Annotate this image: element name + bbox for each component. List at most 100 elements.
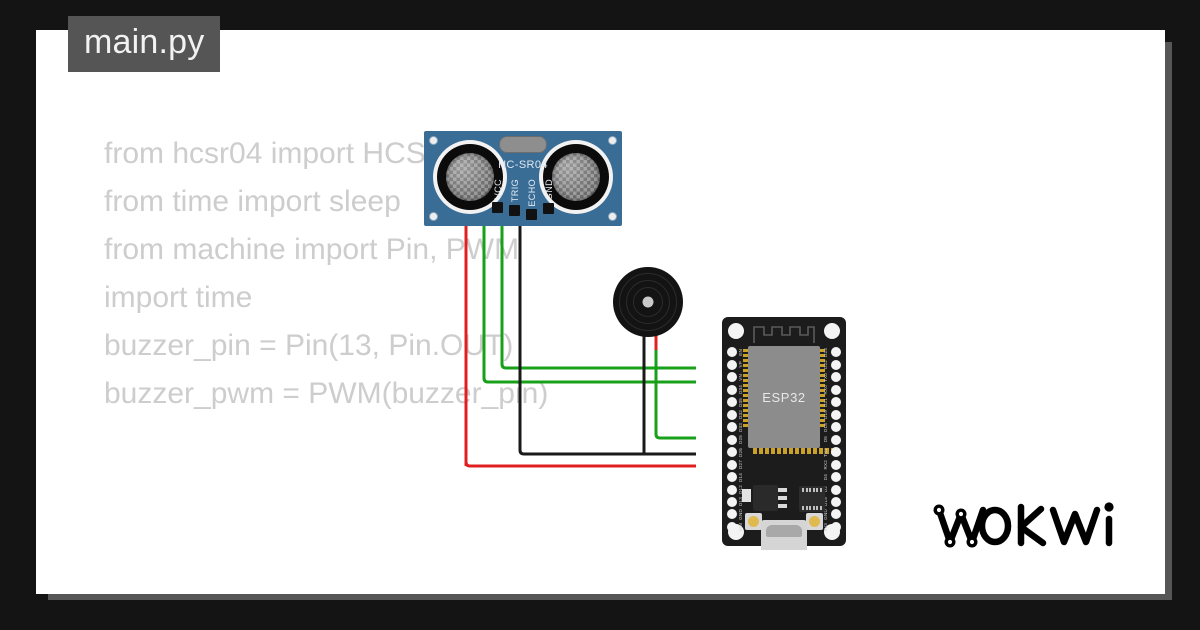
esp32-pin[interactable]: D14 bbox=[727, 472, 744, 483]
esp32-pin-gnd[interactable]: GND bbox=[727, 509, 744, 520]
pin-hole[interactable] bbox=[727, 521, 737, 532]
esp32-pin[interactable]: D15 bbox=[823, 497, 841, 507]
mounting-hole-icon bbox=[728, 323, 744, 339]
pin-hole[interactable] bbox=[727, 409, 737, 420]
capacitor-icon bbox=[742, 489, 751, 502]
esp32-pin[interactable]: D18 bbox=[823, 422, 841, 433]
esp32-pin-d25[interactable]: D33 bbox=[727, 422, 744, 433]
pin-label: D18 bbox=[823, 422, 829, 432]
pin-hole[interactable] bbox=[831, 372, 841, 383]
hcsr04-pin-trig[interactable]: TRIG bbox=[509, 179, 520, 220]
esp32-pin[interactable]: D32 bbox=[727, 409, 744, 420]
esp32-pin[interactable]: D5 bbox=[823, 434, 841, 445]
esp32-pin[interactable]: EN bbox=[727, 347, 744, 358]
pin-hole[interactable] bbox=[727, 484, 737, 495]
pin-pad[interactable] bbox=[543, 202, 554, 214]
esp32-pin[interactable]: RX0 bbox=[823, 384, 841, 395]
esp32-pin[interactable]: GND bbox=[823, 509, 841, 520]
micro-usb-connector bbox=[761, 520, 807, 550]
pin-label: RX0 bbox=[823, 384, 829, 395]
esp32-pin[interactable]: D27 bbox=[727, 459, 744, 470]
pin-label: VN bbox=[738, 373, 743, 381]
hcsr04-pin-header[interactable]: VCC TRIG ECHO GND bbox=[492, 179, 554, 220]
boot-button[interactable] bbox=[745, 513, 762, 530]
esp32-devkit-board[interactable]: ESP32 bbox=[722, 317, 846, 550]
pin-label: D5 bbox=[823, 436, 829, 443]
pin-hole[interactable] bbox=[831, 397, 841, 408]
pin-hole[interactable] bbox=[831, 347, 841, 358]
esp32-pin[interactable]: RX2 bbox=[823, 459, 841, 470]
pin-label: D23 bbox=[823, 347, 829, 357]
esp32-module-label: ESP32 bbox=[762, 389, 806, 405]
pin-hole[interactable] bbox=[727, 434, 737, 445]
pin-hole[interactable] bbox=[727, 459, 737, 470]
esp32-pin[interactable]: TX2 bbox=[823, 447, 841, 458]
hcsr04-pin-gnd[interactable]: GND bbox=[543, 179, 554, 220]
pin-hole[interactable] bbox=[727, 472, 737, 483]
pin-hole[interactable] bbox=[831, 509, 841, 520]
esp32-pin-vin[interactable]: VIN bbox=[727, 521, 744, 532]
pin-hole[interactable] bbox=[831, 497, 841, 507]
pin-hole[interactable] bbox=[831, 484, 841, 495]
pin-hole[interactable] bbox=[831, 447, 841, 458]
pin-hole[interactable] bbox=[727, 359, 737, 370]
pin-label: GND bbox=[738, 509, 743, 520]
pin-label: VCC bbox=[492, 179, 503, 200]
pin-hole[interactable] bbox=[831, 472, 841, 483]
pin-hole[interactable] bbox=[831, 359, 841, 370]
esp32-pin[interactable]: D21 bbox=[823, 397, 841, 408]
hcsr04-pin-echo[interactable]: ECHO bbox=[526, 179, 537, 220]
esp32-pin[interactable]: D22 bbox=[823, 359, 841, 370]
pin-hole[interactable] bbox=[727, 397, 737, 408]
pin-pad[interactable] bbox=[509, 204, 520, 216]
esp32-pin[interactable]: D34 bbox=[727, 384, 744, 395]
pin-label: D22 bbox=[823, 360, 829, 370]
pin-label: TRIG bbox=[509, 179, 520, 203]
pin-hole[interactable] bbox=[727, 422, 737, 433]
pin-hole[interactable] bbox=[727, 447, 737, 458]
pin-hole[interactable] bbox=[727, 509, 737, 520]
module-pads bbox=[753, 448, 835, 454]
esp32-pin[interactable]: VN bbox=[727, 372, 744, 383]
pin-pad[interactable] bbox=[526, 209, 537, 220]
pin-label: D4 bbox=[823, 473, 829, 481]
circuit-diagram: HC-SR04 VCC TRIG ECHO GND bbox=[36, 30, 1165, 594]
pin-hole[interactable] bbox=[831, 459, 841, 470]
esp32-pin-d13[interactable]: D13 bbox=[727, 497, 744, 507]
esp32-pin[interactable]: D26 bbox=[727, 447, 744, 458]
esp32-pin[interactable]: D23 bbox=[823, 347, 841, 358]
esp32-pin[interactable]: D2 bbox=[823, 484, 841, 495]
hcsr04-ultrasonic-sensor[interactable]: HC-SR04 VCC TRIG ECHO GND bbox=[424, 131, 622, 226]
pin-hole[interactable] bbox=[831, 422, 841, 433]
esp32-pin[interactable]: VP bbox=[727, 359, 744, 370]
esp32-pin[interactable]: D12 bbox=[727, 484, 744, 495]
enable-reset-button[interactable] bbox=[806, 513, 823, 530]
esp32-pin[interactable]: D4 bbox=[823, 472, 841, 483]
pin-label: D32 bbox=[738, 410, 743, 420]
pin-hole[interactable] bbox=[727, 372, 737, 383]
pin-label: TX2 bbox=[823, 447, 829, 457]
diagram-canvas[interactable]: from hcsr04 import HCSR04 from time impo… bbox=[36, 30, 1165, 594]
esp32-right-pin-rail[interactable]: D23 D22 TX0 RX0 D21 D19 D18 D5 TX2 RX2 D… bbox=[823, 347, 841, 532]
pin-hole[interactable] bbox=[831, 384, 841, 395]
piezo-buzzer[interactable] bbox=[613, 267, 683, 337]
pin-hole[interactable] bbox=[727, 497, 737, 507]
pin-pad[interactable] bbox=[492, 201, 503, 213]
voltage-regulator-icon bbox=[753, 485, 787, 511]
esp32-pin[interactable]: D35 bbox=[727, 397, 744, 408]
buzzer-ring-icon bbox=[626, 280, 670, 324]
pin-label: D26 bbox=[738, 447, 743, 457]
pin-hole[interactable] bbox=[727, 347, 737, 358]
file-tab-main-py[interactable]: main.py bbox=[68, 16, 221, 72]
pin-hole[interactable] bbox=[831, 434, 841, 445]
pin-hole[interactable] bbox=[831, 521, 841, 532]
pin-label: ECHO bbox=[526, 179, 537, 207]
esp32-pin[interactable]: TX0 bbox=[823, 372, 841, 383]
esp32-pin-d26[interactable]: D25 bbox=[727, 434, 744, 445]
pin-hole[interactable] bbox=[831, 409, 841, 420]
pin-hole[interactable] bbox=[727, 384, 737, 395]
hcsr04-pin-vcc[interactable]: VCC bbox=[492, 179, 503, 220]
esp32-left-pin-rail[interactable]: EN VP VN D34 D35 D32 D33 D25 D26 D27 D14… bbox=[727, 347, 744, 532]
esp32-pin[interactable]: 3V3 bbox=[823, 521, 841, 532]
esp32-pin[interactable]: D19 bbox=[823, 409, 841, 420]
